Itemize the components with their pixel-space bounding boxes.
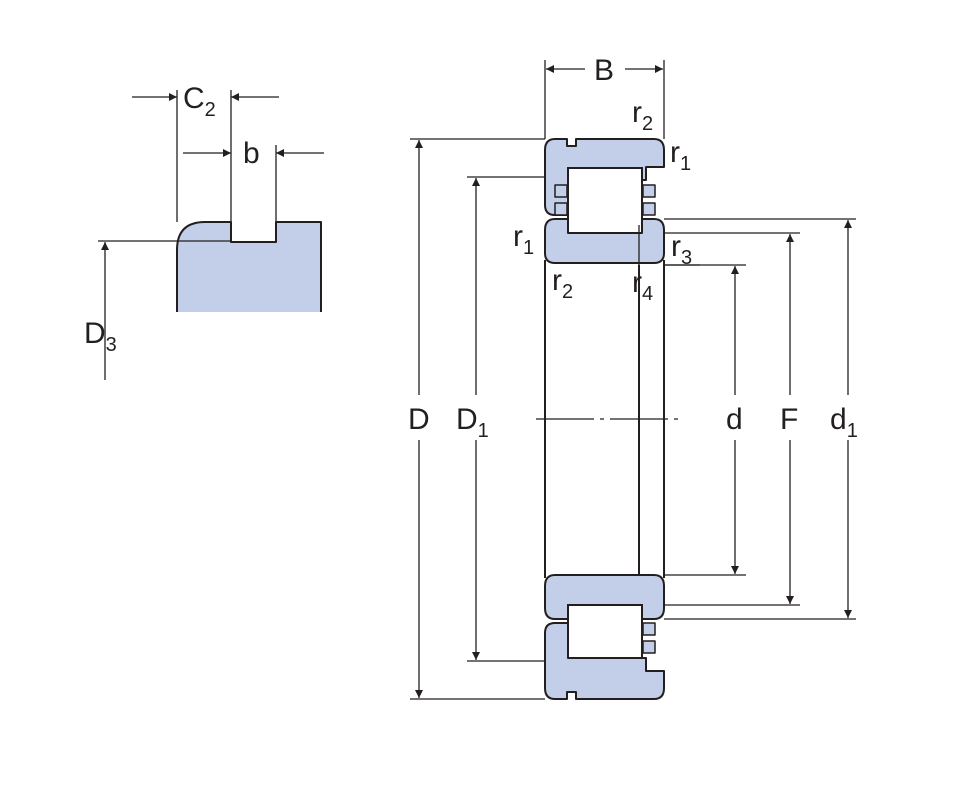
label-bearing-width: B bbox=[594, 54, 614, 87]
label-r2-top: r2 bbox=[632, 96, 653, 135]
label-bore-diameter: d bbox=[726, 403, 743, 436]
label-r4: r4 bbox=[632, 266, 653, 305]
cage-top-left-2 bbox=[554, 202, 568, 216]
bearing-section bbox=[536, 138, 680, 700]
labels: B r2 r1 r1 r3 r2 r4 D D1 d F d1 bbox=[408, 54, 858, 442]
cage-bottom-right-2 bbox=[642, 640, 656, 654]
roller-top bbox=[567, 167, 643, 234]
label-b: b bbox=[243, 137, 260, 170]
label-d1-outer: D1 bbox=[456, 403, 489, 442]
label-outer-diameter: D bbox=[408, 403, 430, 436]
inner-ring-top bbox=[544, 218, 665, 264]
dimensions bbox=[410, 60, 856, 700]
outer-ring-bottom bbox=[544, 622, 665, 700]
cage-top-right bbox=[642, 184, 656, 198]
label-r3: r3 bbox=[671, 230, 692, 269]
groove-detail-section bbox=[176, 221, 322, 312]
label-r2-bottom: r2 bbox=[552, 264, 573, 303]
label-f: F bbox=[780, 403, 798, 436]
label-d3: D3 bbox=[84, 317, 117, 356]
label-d1-inner: d1 bbox=[830, 403, 858, 442]
cage-top-left bbox=[554, 184, 568, 198]
label-r1-left: r1 bbox=[513, 220, 534, 259]
cage-top-right-2 bbox=[642, 202, 656, 216]
label-r1-top: r1 bbox=[670, 136, 691, 175]
groove-detail: C2 b D3 bbox=[84, 82, 324, 380]
cage-bottom-right bbox=[642, 622, 656, 636]
label-c2: C2 bbox=[183, 82, 216, 121]
